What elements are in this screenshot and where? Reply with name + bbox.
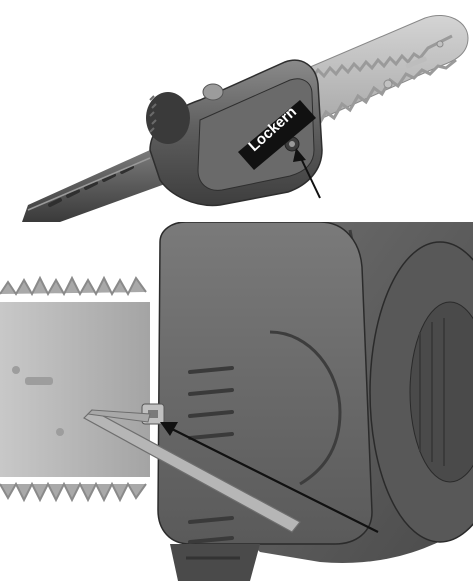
hex-key-icon: [83, 409, 301, 533]
saw-head-illustration: Lockern: [22, 15, 469, 222]
illustration-bottom-panel: [0, 222, 473, 581]
handle-tube: [22, 150, 190, 222]
pointer-arrow-bottom: [160, 422, 379, 533]
lockern-label-plate: [238, 100, 316, 170]
handle-lower: [170, 544, 260, 581]
illustration-top-panel: Lockern: [0, 0, 473, 222]
guide-bar-closeup: [0, 275, 150, 503]
side-cover: [141, 222, 373, 564]
hex-key-closeup-illustration: [0, 222, 473, 581]
pointer-arrow-top: [293, 148, 321, 199]
guide-bar: [274, 15, 469, 129]
motor-housing: [146, 59, 323, 207]
